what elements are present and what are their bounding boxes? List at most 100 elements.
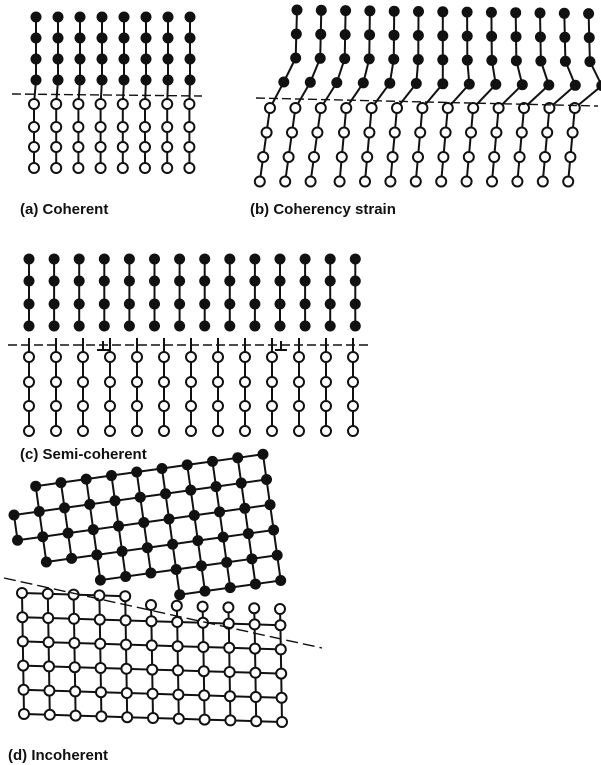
filled-atom — [339, 53, 350, 64]
open-atom — [213, 377, 223, 387]
filled-atom — [53, 12, 64, 23]
filled-atom — [413, 54, 424, 65]
open-atom — [280, 177, 290, 187]
filled-atom — [9, 510, 20, 521]
filled-atom — [141, 33, 152, 44]
filled-atom — [437, 30, 448, 41]
filled-atom — [364, 53, 375, 64]
filled-atom — [124, 254, 135, 265]
filled-atom — [120, 571, 131, 582]
filled-atom — [364, 5, 375, 16]
filled-atom — [124, 299, 135, 310]
open-atom — [43, 613, 53, 623]
open-atom — [174, 714, 184, 724]
filled-atom — [517, 79, 528, 90]
open-atom — [96, 142, 106, 152]
open-atom — [71, 711, 81, 721]
open-atom — [105, 426, 115, 436]
filled-atom — [246, 553, 257, 564]
open-atom — [122, 688, 132, 698]
filled-atom — [119, 75, 130, 86]
open-atom — [24, 352, 34, 362]
filled-atom — [559, 32, 570, 43]
open-atom — [198, 642, 208, 652]
filled-atom — [486, 31, 497, 42]
open-atom — [441, 128, 451, 138]
filled-atom — [340, 5, 351, 16]
filled-atom — [31, 33, 42, 44]
filled-atom — [464, 79, 475, 90]
open-atom — [392, 103, 402, 113]
caption-a: (a) Coherent — [20, 201, 108, 218]
open-atom — [147, 665, 157, 675]
open-atom — [17, 612, 27, 622]
open-atom — [147, 640, 157, 650]
open-atom — [250, 619, 260, 629]
filled-atom — [49, 299, 60, 310]
panel-c-semi-coherent — [8, 254, 372, 437]
filled-atom — [275, 299, 286, 310]
filled-atom — [218, 532, 229, 543]
open-atom — [69, 614, 79, 624]
filled-atom — [63, 528, 74, 539]
filled-atom — [207, 456, 218, 467]
open-atom — [121, 615, 131, 625]
filled-atom — [300, 321, 311, 332]
filled-atom — [113, 521, 124, 532]
open-atom — [118, 99, 128, 109]
open-atom — [162, 163, 172, 173]
open-atom — [225, 691, 235, 701]
open-atom — [321, 352, 331, 362]
filled-atom — [163, 12, 174, 23]
filled-atom — [119, 54, 130, 65]
open-atom — [277, 717, 287, 727]
open-atom — [51, 377, 61, 387]
filled-atom — [149, 276, 160, 287]
open-atom — [275, 620, 285, 630]
open-atom — [466, 128, 476, 138]
filled-atom — [41, 556, 52, 567]
filled-atom — [171, 564, 182, 575]
open-atom — [411, 177, 421, 187]
filled-atom — [24, 254, 35, 265]
open-atom — [225, 667, 235, 677]
open-atom — [159, 426, 169, 436]
open-atom — [540, 152, 550, 162]
filled-atom — [174, 276, 185, 287]
open-atom — [225, 715, 235, 725]
open-atom — [267, 401, 277, 411]
open-atom — [287, 128, 297, 138]
open-atom — [570, 103, 580, 113]
open-atom — [73, 122, 83, 132]
filled-atom — [185, 12, 196, 23]
open-atom — [321, 377, 331, 387]
filled-atom — [388, 30, 399, 41]
open-atom — [339, 128, 349, 138]
open-atom — [121, 640, 131, 650]
open-atom — [122, 712, 132, 722]
open-atom — [464, 152, 474, 162]
open-atom — [29, 122, 39, 132]
open-atom — [140, 99, 150, 109]
open-atom — [78, 377, 88, 387]
filled-atom — [84, 499, 95, 510]
open-atom — [388, 152, 398, 162]
filled-atom — [437, 54, 448, 65]
filled-atom — [199, 586, 210, 597]
open-atom — [19, 709, 29, 719]
open-atom — [140, 122, 150, 132]
filled-atom — [185, 75, 196, 86]
filled-atom — [350, 321, 361, 332]
open-atom — [132, 426, 142, 436]
open-atom — [132, 377, 142, 387]
open-atom — [44, 637, 54, 647]
open-atom — [362, 152, 372, 162]
filled-atom — [325, 276, 336, 287]
filled-atom — [486, 55, 497, 66]
open-atom — [517, 128, 527, 138]
filled-atom — [261, 474, 272, 485]
filled-atom — [59, 502, 70, 513]
filled-atom — [249, 299, 260, 310]
open-atom — [173, 641, 183, 651]
open-atom — [367, 103, 377, 113]
